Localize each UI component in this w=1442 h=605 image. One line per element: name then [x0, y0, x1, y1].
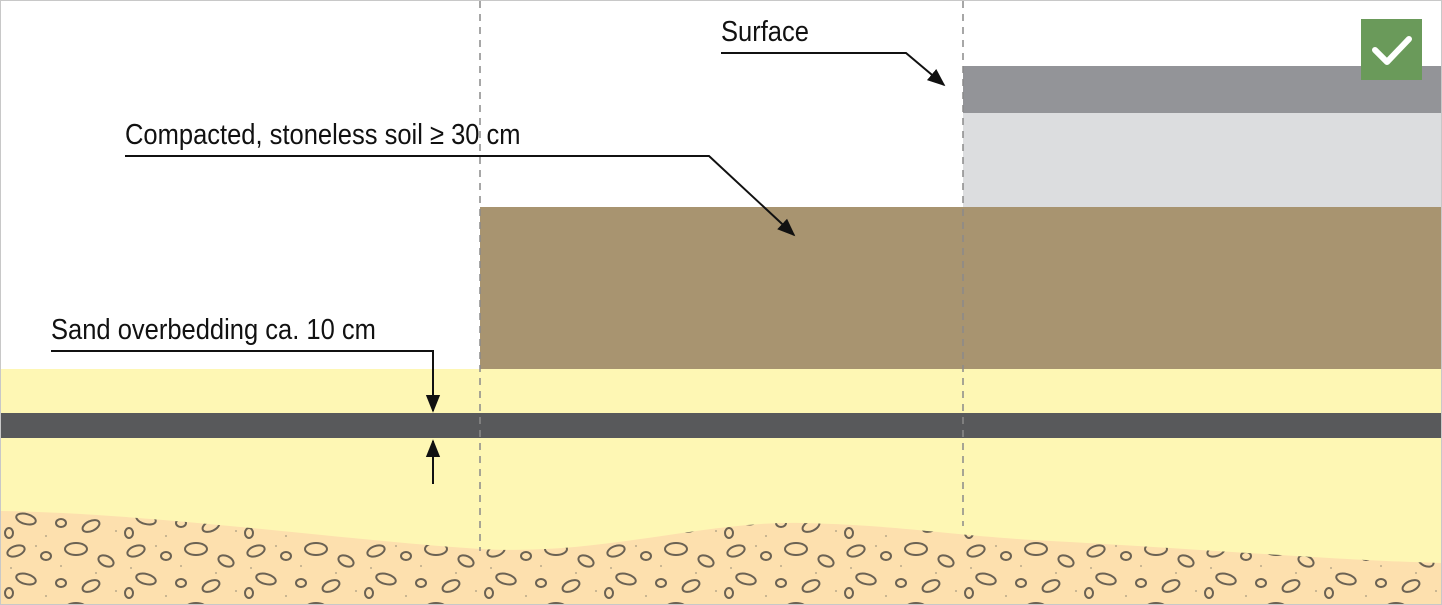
soil-label: Compacted, stoneless soil ≥ 30 cm: [125, 119, 521, 151]
sand-leader: [51, 350, 441, 413]
surface-label: Surface: [721, 16, 809, 48]
soil-leader: [125, 155, 796, 237]
base-layer: [963, 113, 1441, 207]
surface-leader: [721, 52, 946, 87]
sand-label: Sand overbedding ca. 10 cm: [51, 314, 376, 346]
compacted-soil-layer: [480, 207, 1441, 369]
cable-pipe: [1, 413, 1441, 438]
gravel-subsoil: [1, 511, 1441, 604]
checkmark-icon: [1361, 19, 1422, 80]
